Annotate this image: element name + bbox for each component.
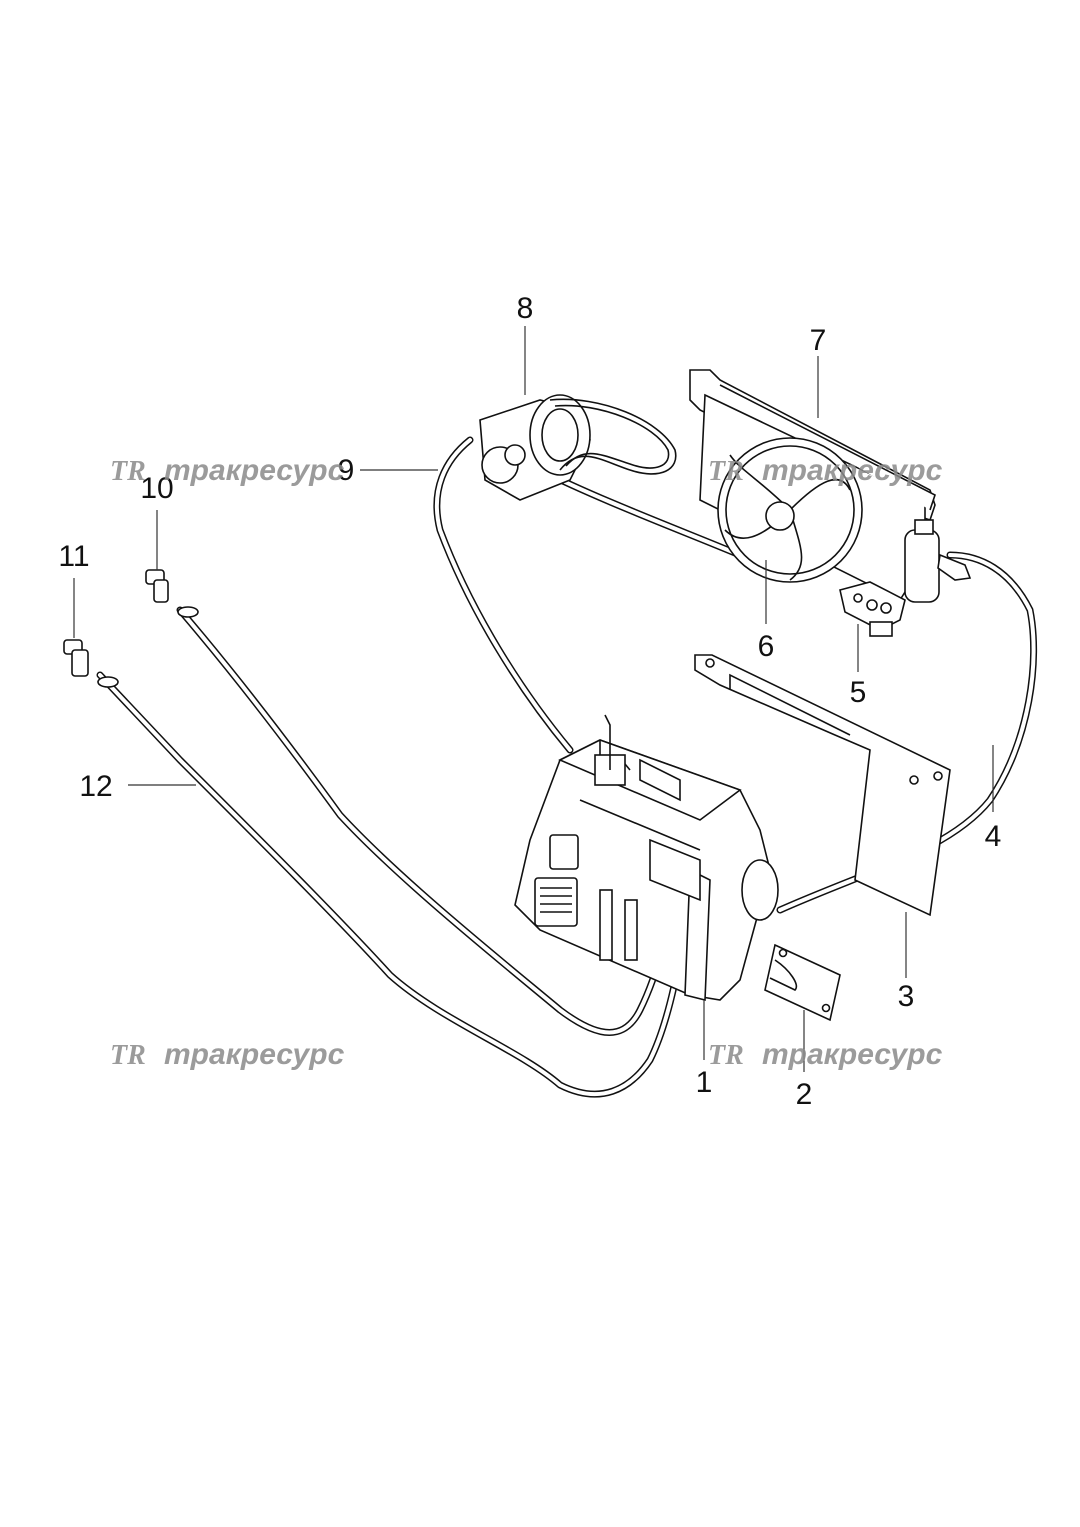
callout-10: 10 — [140, 472, 173, 505]
leaders — [73, 326, 994, 1072]
fitting-11 — [63, 639, 119, 688]
callout-2: 2 — [796, 1078, 813, 1111]
callout-7: 7 — [810, 324, 827, 357]
callout-9: 9 — [338, 454, 355, 487]
watermark-logo: TR — [708, 1040, 744, 1071]
watermark-bottom-right: TR тракресурс — [708, 1038, 943, 1071]
callout-12: 12 — [79, 770, 112, 803]
compressor-8 — [479, 394, 591, 501]
fitting-10 — [145, 569, 199, 618]
callout-labels: 1 2 3 4 5 6 7 8 9 10 11 12 — [58, 292, 1001, 1111]
callout-8: 8 — [517, 292, 534, 325]
watermark-text: тракресурс — [762, 454, 943, 487]
callout-3: 3 — [898, 980, 915, 1013]
receiver-drier — [904, 519, 972, 603]
callout-6: 6 — [758, 630, 775, 663]
watermark-top-right: TR тракресурс — [708, 454, 943, 487]
watermark-logo: TR — [110, 1040, 146, 1071]
callout-5: 5 — [850, 676, 867, 709]
watermark-text: тракресурс — [762, 1038, 943, 1071]
watermark-bottom-left: TR тракресурс — [110, 1038, 345, 1071]
heater-unit-1 — [514, 714, 779, 1002]
callout-4: 4 — [985, 820, 1002, 853]
watermark-text: тракресурс — [164, 1038, 345, 1071]
watermark-logo: TR — [708, 456, 744, 487]
drive-belt — [549, 398, 677, 475]
panel-3 — [694, 654, 951, 917]
callout-1: 1 — [696, 1066, 713, 1099]
condenser-7 — [689, 369, 936, 602]
hose-12 — [96, 671, 704, 1098]
watermark-text: тракресурс — [164, 454, 345, 487]
bracket-5 — [839, 581, 906, 637]
watermark-logo: TR — [110, 456, 146, 487]
plate-2 — [764, 943, 841, 1022]
watermark-top-left: TR тракресурс — [110, 454, 345, 487]
callout-11: 11 — [58, 540, 89, 573]
hose-9 — [433, 436, 574, 754]
